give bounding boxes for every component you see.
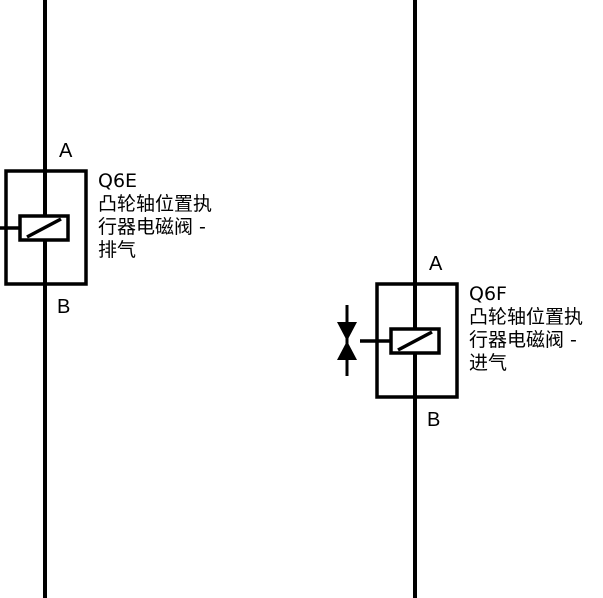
q6f-name-line2: 行器电磁阀 - [469,329,577,351]
q6e-name-line2: 行器电磁阀 - [98,216,206,238]
component-q6f: A B Q6F 凸轮轴位置执 行器电磁阀 - 进气 [337,253,583,431]
q6f-solenoid-slash [397,330,433,352]
q6e-id: Q6E [98,170,137,192]
q6f-pin-b: B [427,409,440,431]
q6f-name-line3: 进气 [469,352,507,374]
q6f-id: Q6F [469,283,507,305]
q6e-pin-b: B [57,296,70,318]
q6f-pin-a: A [429,253,443,275]
q6e-name-line1: 凸轮轴位置执 [98,193,212,215]
q6e-pin-a: A [59,140,73,162]
q6e-solenoid-slash [26,217,62,239]
q6f-name-line1: 凸轮轴位置执 [469,306,583,328]
component-q6e: A B Q6E 凸轮轴位置执 行器电磁阀 - 排气 [0,140,212,318]
valve-symbol-icon [337,305,357,376]
q6e-name-line3: 排气 [98,239,136,261]
